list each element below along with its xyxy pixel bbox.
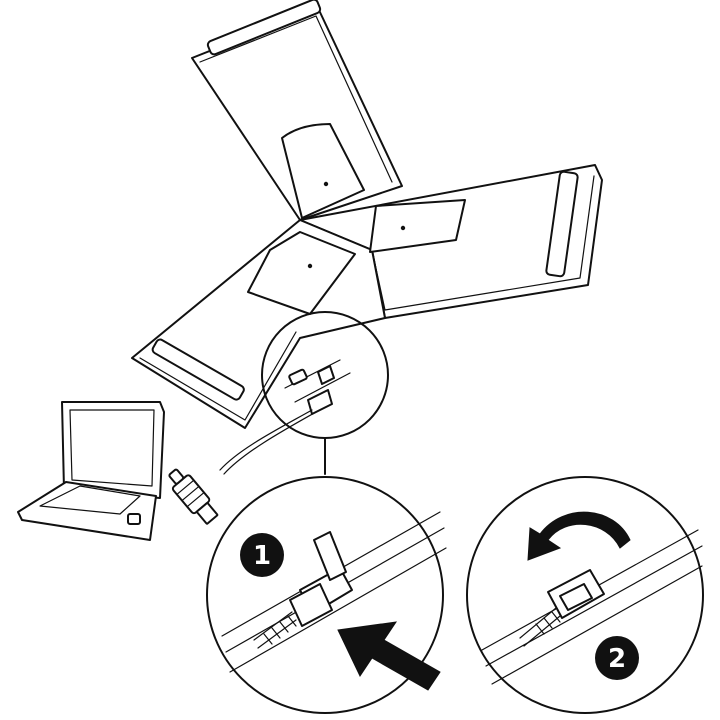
conference-stand xyxy=(131,0,603,429)
pad-left xyxy=(247,231,356,315)
right-wing-foot xyxy=(545,170,579,278)
rotate-arrow-icon xyxy=(527,511,631,561)
usb-plug-icon xyxy=(168,468,219,525)
back-wing-foot xyxy=(206,0,322,56)
step2-detail xyxy=(466,476,704,714)
step1-detail xyxy=(206,476,447,714)
pad-back xyxy=(281,123,365,219)
usb-cable xyxy=(219,409,317,475)
step2-circle xyxy=(466,476,704,714)
step1-badge: 1 xyxy=(240,533,284,577)
step1-circle xyxy=(206,476,444,714)
step2-number: 2 xyxy=(608,644,626,674)
stand-connector-detail xyxy=(261,311,389,475)
left-wing-foot xyxy=(151,338,245,401)
push-arrow-icon xyxy=(337,621,441,691)
step2-badge: 2 xyxy=(595,636,639,680)
step1-number: 1 xyxy=(253,541,271,571)
pad-right xyxy=(369,199,466,253)
laptop-icon xyxy=(17,401,165,541)
